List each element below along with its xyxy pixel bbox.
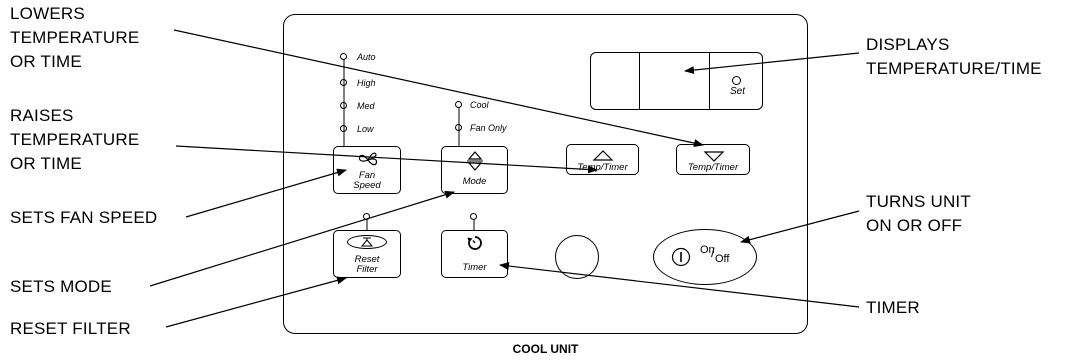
temp-timer-down-button[interactable]: Temp/Timer [676, 144, 750, 175]
callout-timer-text: TIMER [866, 298, 920, 317]
callout-mode-text: SETS MODE [10, 277, 112, 296]
callout-reset-filter-text: RESET FILTER [10, 319, 131, 338]
timer-leader [499, 262, 860, 308]
mode-label: Mode [462, 176, 487, 187]
callout-raises: RAISES TEMPERATURE OR TIME [10, 104, 139, 176]
callout-lowers: LOWERS TEMPERATURE OR TIME [10, 2, 139, 74]
on-off-text: On / Off [700, 244, 740, 272]
fan-level-auto: Auto [357, 52, 376, 62]
temp-timer-down-label: Temp/Timer [687, 162, 739, 173]
callout-displays-line1: DISPLAYS [866, 35, 950, 54]
mode-button[interactable]: Mode [441, 146, 508, 194]
reset-filter-leader [165, 276, 347, 328]
raises-leader [175, 145, 598, 174]
set-label: Set [730, 86, 746, 97]
filter-icon [347, 235, 387, 249]
callout-lowers-line2: TEMPERATURE [10, 28, 140, 47]
remote-sensor [555, 235, 599, 279]
mode-option-fan-only: Fan Only [470, 123, 507, 133]
mode-option-cool: Cool [470, 100, 489, 110]
callout-lowers-line3: OR TIME [10, 52, 82, 71]
on-off-button[interactable]: On / Off [653, 229, 757, 285]
timer-button[interactable]: Timer [441, 230, 508, 278]
up-arrow-icon [592, 150, 614, 161]
mode-led-cool [455, 101, 462, 108]
power-icon [671, 247, 691, 267]
callout-raises-line3: OR TIME [10, 154, 82, 173]
on-label: On [700, 244, 715, 256]
fan-speed-label-line1: Fan [358, 170, 376, 181]
turns-leader [740, 210, 860, 244]
displays-leader [684, 52, 860, 75]
fan-speed-label-line2: Speed [353, 180, 381, 191]
callout-turns-line1: TURNS UNIT [866, 192, 971, 211]
fan-level-low: Low [357, 124, 374, 134]
mode-leader [149, 190, 455, 287]
on-off-slash: / [711, 245, 715, 260]
reset-filter-label-line1: Reset [354, 254, 380, 265]
callout-fan-speed: SETS FAN SPEED [10, 206, 157, 230]
fan-icon [358, 152, 378, 166]
fan-level-high: High [357, 78, 376, 88]
down-arrow-icon [703, 151, 725, 162]
callout-timer: TIMER [866, 296, 920, 320]
reset-filter-button[interactable]: Reset Filter [333, 230, 401, 278]
callout-reset-filter: RESET FILTER [10, 317, 131, 341]
figure-caption: COOL UNIT [512, 342, 579, 356]
callout-turns-line2: ON OR OFF [866, 216, 963, 235]
fan-led-auto [340, 53, 347, 60]
callout-raises-line1: RAISES [10, 106, 74, 125]
temp-timer-up-label: Temp/Timer [577, 162, 628, 173]
reset-filter-label-line2: Filter [356, 264, 378, 275]
callout-mode: SETS MODE [10, 275, 112, 299]
display-screen [639, 51, 710, 110]
display-window: Set [590, 51, 763, 110]
timer-led [470, 213, 477, 220]
temp-timer-up-button[interactable]: Temp/Timer [566, 144, 639, 175]
set-led [732, 76, 741, 85]
fan-level-med: Med [357, 101, 375, 111]
callout-lowers-line1: LOWERS [10, 4, 85, 23]
timer-label: Timer [462, 262, 487, 273]
timer-icon [467, 236, 482, 250]
fan-speed-leader [185, 168, 347, 218]
control-panel [283, 14, 808, 334]
callout-displays: DISPLAYS TEMPERATURE/TIME [866, 33, 1042, 81]
off-label: Off [715, 253, 730, 265]
callout-turns: TURNS UNIT ON OR OFF [866, 190, 971, 238]
callout-displays-line2: TEMPERATURE/TIME [866, 59, 1042, 78]
callout-raises-line2: TEMPERATURE [10, 130, 140, 149]
callout-fan-speed-text: SETS FAN SPEED [10, 208, 158, 227]
lowers-leader [173, 29, 704, 147]
